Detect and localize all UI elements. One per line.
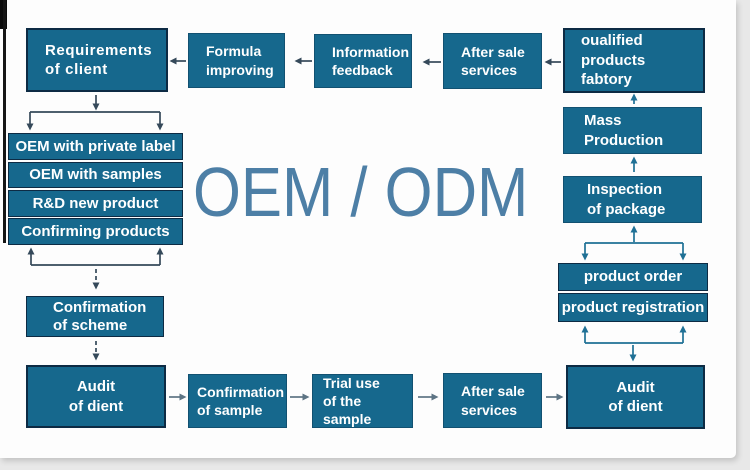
box-information-feedback: Information feedback [314, 34, 412, 88]
box-inspection-of-package: Inspection of package [563, 176, 702, 223]
box-formula-improving: Formula improving [188, 33, 285, 88]
box-requirements-of-client: Requirements of client [26, 28, 168, 92]
box-trial-use-of-sample: Trial use of the sample [312, 374, 413, 428]
box-confirmation-of-sample: Confirmation of sample [188, 374, 287, 428]
box-oem-with-samples: OEM with samples [8, 162, 183, 188]
box-confirmation-of-scheme: Confirmation of scheme [26, 296, 164, 337]
box-mass-production: Mass Production [563, 107, 702, 154]
box-audit-of-client-left: Audit of dient [26, 365, 166, 428]
scan-artifact-line [3, 0, 6, 243]
box-product-order: product order [558, 263, 708, 291]
box-qualified-products-factory: oualified products fabtory [563, 28, 705, 93]
box-oem-with-private-label: OEM with private label [8, 133, 183, 160]
box-product-registration: product registration [558, 293, 708, 322]
diagram-canvas: OEM / ODM Requirements of client Formula… [0, 0, 736, 458]
box-after-sale-services-bottom: After sale services [443, 373, 542, 428]
box-rd-new-product: R&D new product [8, 190, 183, 217]
box-audit-of-client-right: Audit of dient [566, 365, 705, 429]
box-after-sale-services-top: After sale services [443, 33, 542, 89]
box-confirming-products: Confirming products [8, 218, 183, 245]
diagram-title: OEM / ODM [193, 153, 529, 231]
